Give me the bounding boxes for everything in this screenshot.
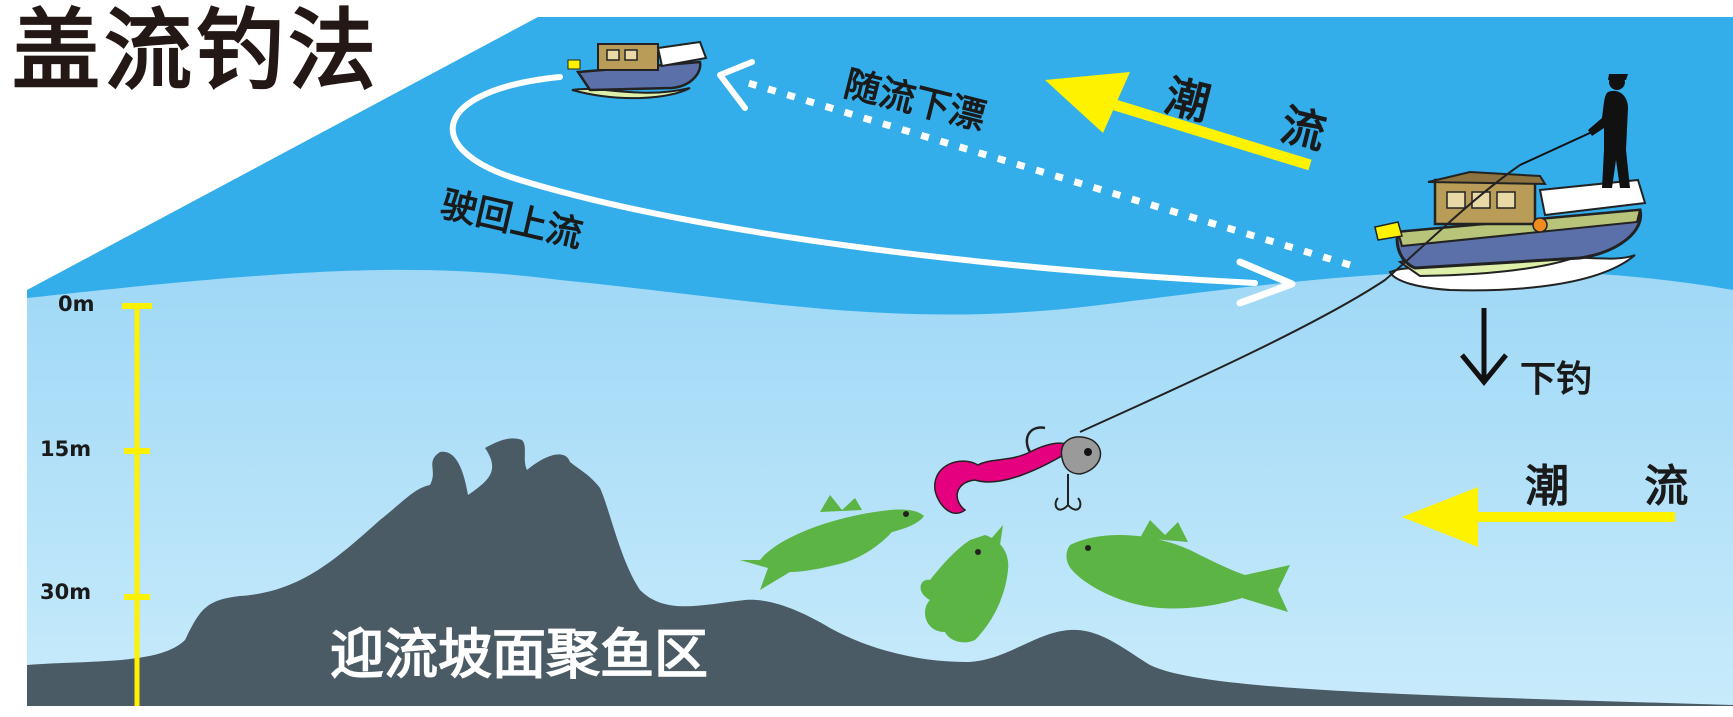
fish-right-icon <box>1066 520 1290 612</box>
seabed-slope <box>27 438 1733 706</box>
fish-zone-label: 迎流坡面聚鱼区 <box>330 623 708 686</box>
page-title: 盖流钓法 <box>12 0 381 102</box>
drop-arrow <box>1460 308 1508 386</box>
depth-label-30: 30m <box>40 580 92 604</box>
depth-scale <box>122 303 152 706</box>
jig-lure-icon <box>934 426 1102 514</box>
fishing-line <box>1079 164 1521 433</box>
tide-arrow-top <box>1045 72 1312 171</box>
depth-label-0: 0m <box>58 292 95 316</box>
tide-arrow-right <box>1402 487 1675 547</box>
drop-label: 下钓 <box>1520 359 1593 400</box>
depth-label-15: 15m <box>40 437 92 461</box>
drift-route-arrow <box>717 59 1352 269</box>
return-route-arrow <box>449 74 1296 307</box>
fish-center-icon <box>920 525 1009 643</box>
fishing-boat-icon <box>1374 74 1647 292</box>
tide-label-right: 潮 流 <box>1525 461 1719 512</box>
boat-upstream-icon <box>567 40 708 100</box>
fish-left-icon <box>740 495 924 590</box>
